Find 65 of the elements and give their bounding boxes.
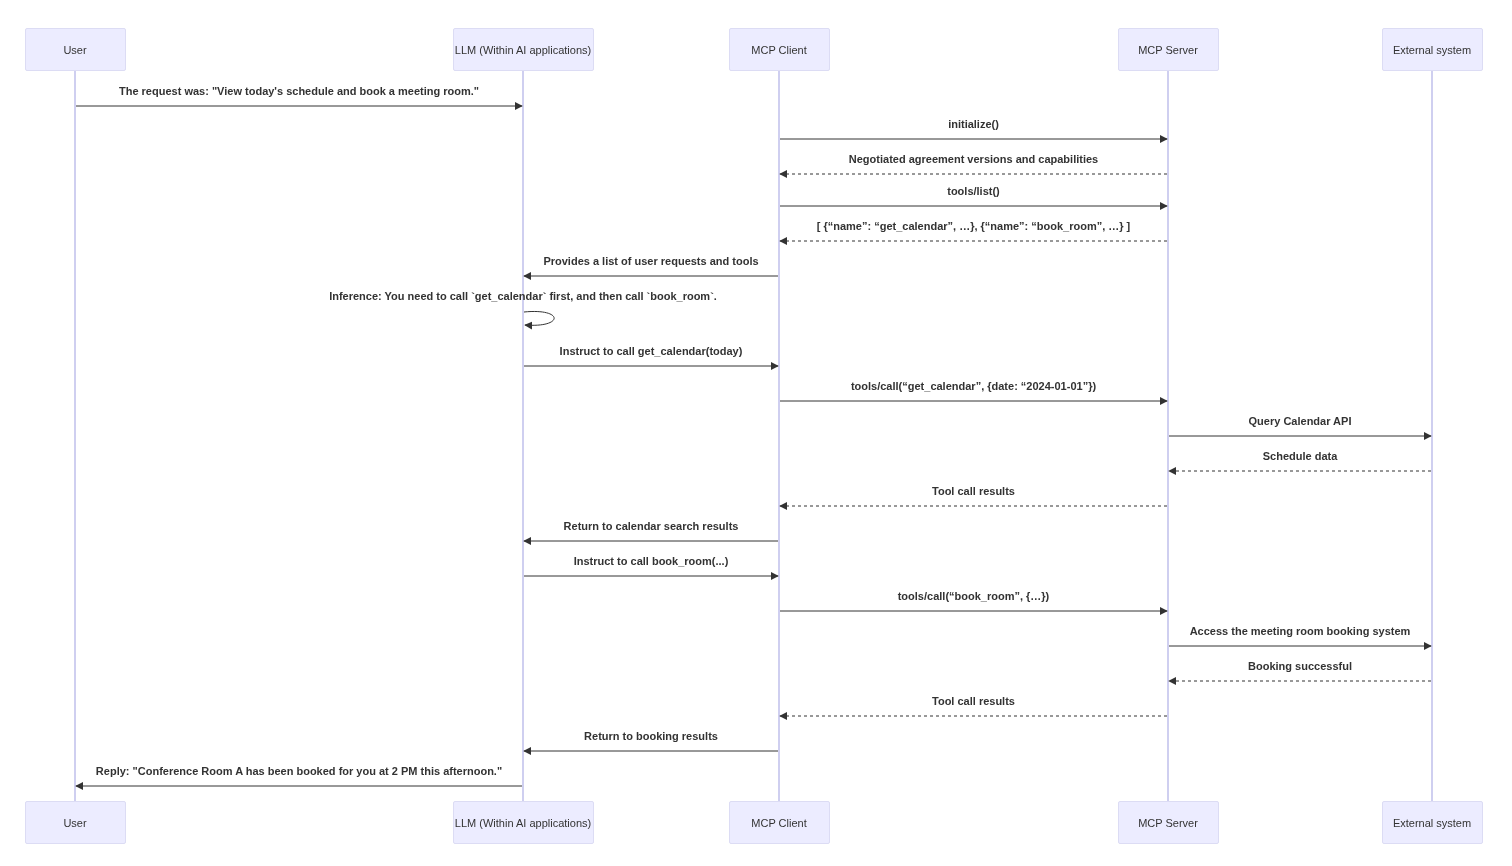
participant-box (452, 28, 594, 71)
participant-label: User (63, 43, 87, 56)
arrow (1168, 642, 1432, 650)
arrow (1168, 432, 1432, 440)
arrow (523, 362, 779, 370)
lifeline (74, 71, 76, 801)
participant-box (1381, 28, 1483, 71)
edge-label: Tool call results (932, 695, 1015, 708)
lifeline (522, 71, 524, 801)
dashed-arrow (1168, 677, 1432, 685)
dashed-arrow (779, 170, 1168, 178)
participant-label: LLM (Within AI applications) (454, 43, 592, 56)
participant-label: MCP Server (1138, 816, 1198, 829)
lifeline (778, 71, 780, 801)
arrow (523, 572, 779, 580)
dashed-arrow (779, 712, 1168, 720)
edge-label: Inference: You need to call `get_calendar` first, and then call `book_room`. (329, 290, 717, 303)
participant-box (1117, 801, 1219, 844)
edge-label: Negotiated agreement versions and capabilities (848, 153, 1099, 166)
edge-label: Booking successful (1248, 660, 1352, 673)
edge-label: [ {“name”: “get_calendar”, …}, {“name”: “book_room”, …} ] (816, 220, 1131, 233)
edge-label: Access the meeting room booking system (1189, 625, 1411, 638)
edge-label: Instruct to call get_calendar(today) (559, 345, 743, 358)
edge-label: tools/list() (947, 185, 1000, 198)
participant-box (24, 28, 126, 71)
participant-box (728, 801, 830, 844)
arrow (523, 747, 779, 755)
edge-label: Provides a list of user requests and tools (543, 255, 759, 268)
participant-label: External system (1392, 43, 1472, 56)
participant-box (24, 801, 126, 844)
arrow (779, 607, 1168, 615)
edge-label: Instruct to call book_room(...) (573, 555, 729, 568)
participant-box (728, 28, 830, 71)
edge-label: initialize() (948, 118, 999, 131)
arrow (75, 782, 523, 790)
arrow (779, 202, 1168, 210)
lifeline (1431, 71, 1433, 801)
participant-label: MCP Server (1138, 43, 1198, 56)
arrow (523, 537, 779, 545)
participant-box (1117, 28, 1219, 71)
dashed-arrow (1168, 467, 1432, 475)
edge-label: Schedule data (1262, 450, 1338, 463)
arrow (779, 397, 1168, 405)
participant-label: External system (1392, 816, 1472, 829)
participant-box (1381, 801, 1483, 844)
edge-label: Return to booking results (584, 730, 718, 743)
arrow (779, 135, 1168, 143)
arrow (523, 272, 779, 280)
participant-label: MCP Client (751, 43, 807, 56)
participant-label: User (63, 816, 87, 829)
lifeline (1167, 71, 1169, 801)
participant-box (452, 801, 594, 844)
edge-label: Query Calendar API (1248, 415, 1352, 428)
edge-label: tools/call(“book_room”, {…}) (897, 590, 1050, 603)
dashed-arrow (779, 502, 1168, 510)
edge-label: Return to calendar search results (563, 520, 739, 533)
edge-label: The request was: "View today's schedule and book a meeting room." (119, 85, 479, 98)
participant-label: LLM (Within AI applications) (454, 816, 592, 829)
participant-label: MCP Client (751, 816, 807, 829)
dashed-arrow (779, 237, 1168, 245)
edge-label: tools/call(“get_calendar”, {date: “2024-01-01”}) (850, 380, 1097, 393)
arrow (523, 310, 555, 330)
edge-label: Reply: "Conference Room A has been booked for you at 2 PM this afternoon." (95, 765, 503, 778)
edge-label: Tool call results (932, 485, 1015, 498)
arrow (75, 102, 523, 110)
